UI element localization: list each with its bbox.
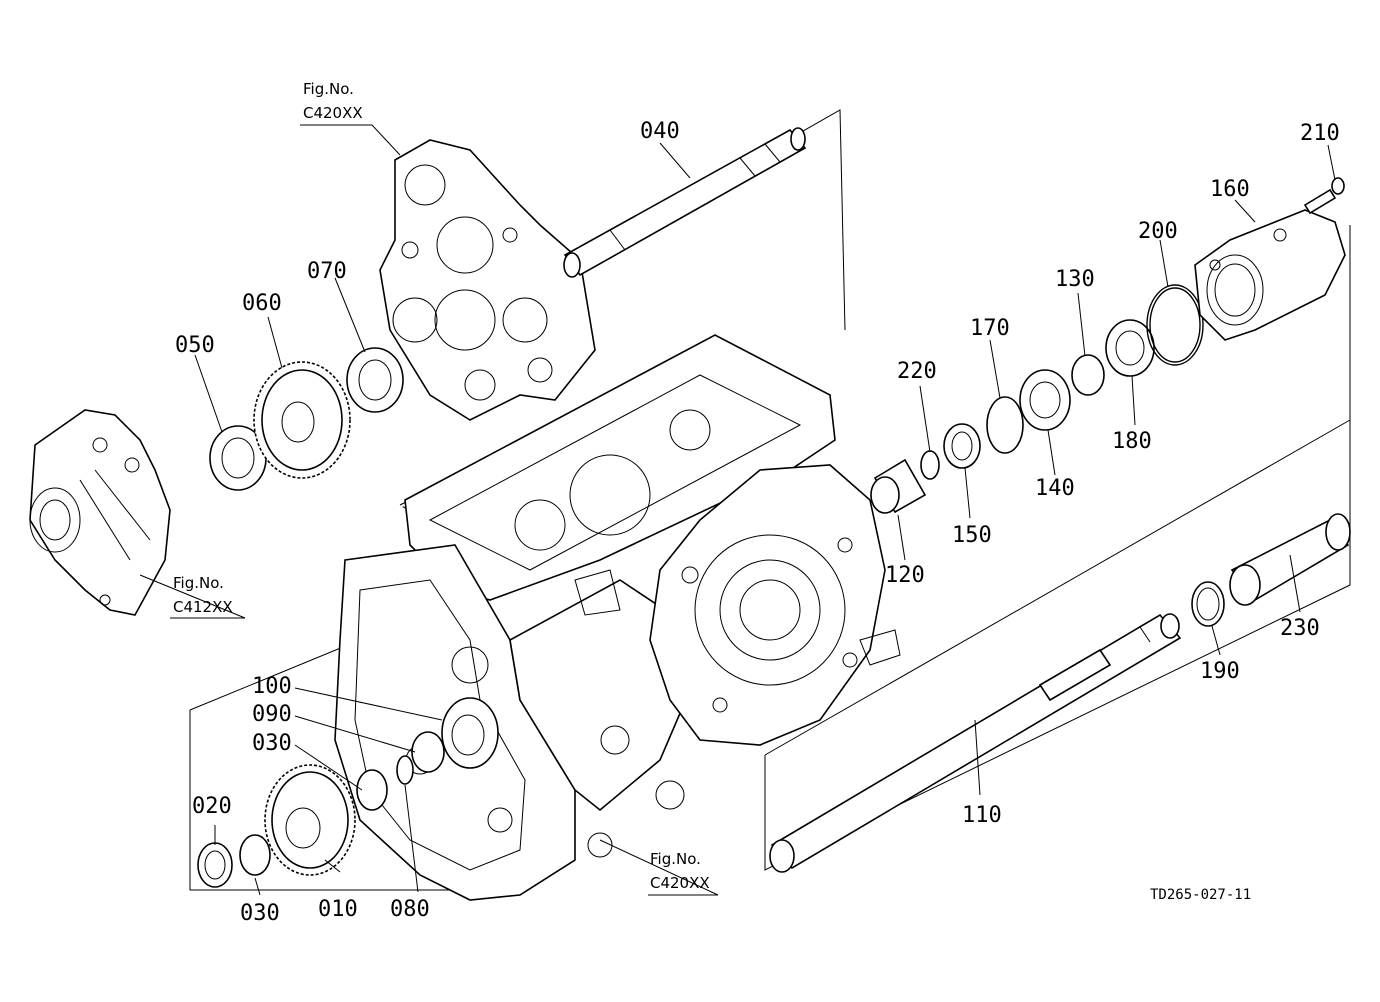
fig-ref-left-title: Fig.No.: [173, 574, 224, 592]
part-label-210: 210: [1300, 121, 1340, 146]
part-label-190: 190: [1200, 659, 1240, 684]
gear-060-assembly: [209, 347, 404, 491]
leader-lines: [139, 124, 1336, 896]
part-label-090: 090: [252, 702, 292, 727]
left-housing: [29, 409, 171, 616]
part-label-120: 120: [885, 563, 925, 588]
part-label-230: 230: [1280, 616, 1320, 641]
reference-frames: [189, 109, 1351, 891]
part-label-150: 150: [952, 523, 992, 548]
gear-010-assembly: [197, 697, 499, 888]
fig-ref-bottom-code: C420XX: [650, 874, 710, 892]
part-label-070: 070: [307, 259, 347, 284]
part-label-100: 100: [252, 674, 292, 699]
part-label-040: 040: [640, 119, 680, 144]
part-label-220: 220: [897, 359, 937, 384]
fig-ref-top-title: Fig.No.: [303, 80, 354, 98]
part-label-140: 140: [1035, 476, 1075, 501]
top-cover-plate: [379, 139, 596, 421]
fig-ref-top: Fig.No. C420XX: [303, 80, 363, 122]
part-label-110: 110: [962, 803, 1002, 828]
part-label-200: 200: [1138, 219, 1178, 244]
document-code: TD265-027-11: [1150, 887, 1251, 903]
fig-ref-top-code: C420XX: [303, 104, 363, 122]
part-label-020: 020: [192, 794, 232, 819]
part-label-180: 180: [1112, 429, 1152, 454]
fig-ref-bottom-title: Fig.No.: [650, 850, 701, 868]
part-labels: 040 070 060 050 210 160 200 130 170 220 …: [175, 119, 1340, 926]
part-label-060: 060: [242, 291, 282, 316]
fig-ref-left: Fig.No. C412XX: [173, 574, 233, 616]
transmission-case: [334, 334, 901, 901]
part-label-080: 080: [390, 897, 430, 922]
part-label-030-upper: 030: [252, 731, 292, 756]
part-label-010: 010: [318, 897, 358, 922]
part-label-130: 130: [1055, 267, 1095, 292]
shaft-040: [563, 127, 807, 278]
part-label-050: 050: [175, 333, 215, 358]
part-label-160: 160: [1210, 177, 1250, 202]
fig-ref-left-code: C412XX: [173, 598, 233, 616]
right-parts-stack: [870, 177, 1346, 514]
part-label-170: 170: [970, 316, 1010, 341]
fig-ref-bottom: Fig.No. C420XX: [650, 850, 710, 892]
part-label-030-lower: 030: [240, 901, 280, 926]
